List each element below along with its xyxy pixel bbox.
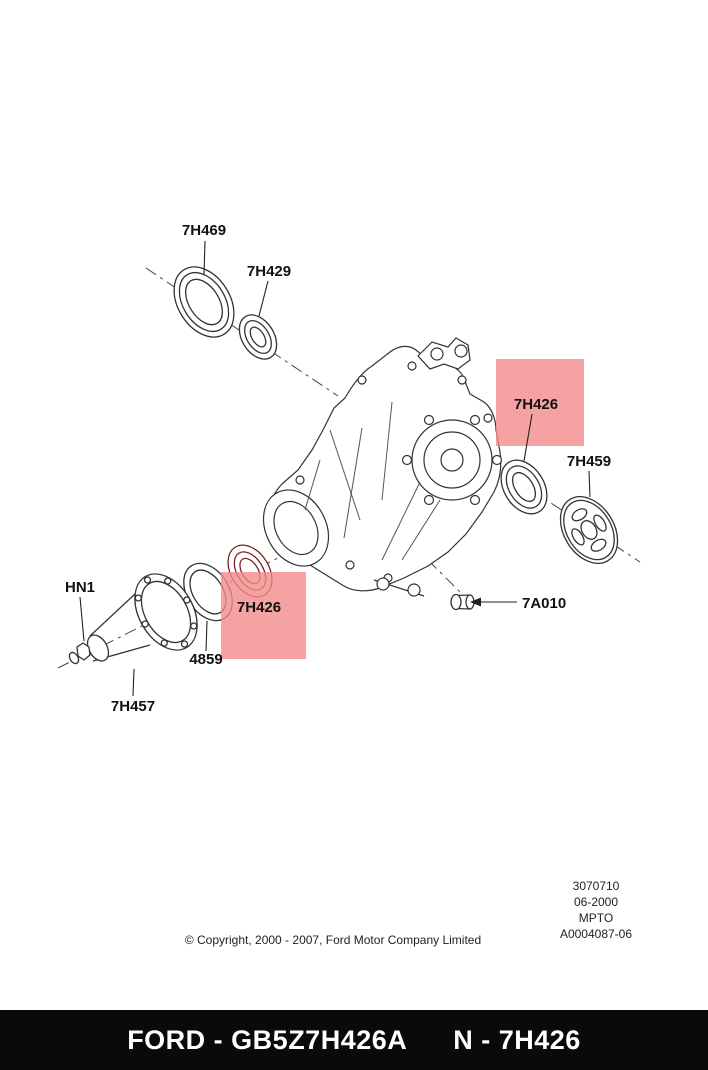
label-7h429: 7H429	[247, 263, 291, 280]
part-4859-ring	[183, 562, 233, 622]
housing-casting	[262, 337, 503, 597]
label-7h459: 7H459	[567, 453, 611, 470]
label-7h426-top: 7H426	[514, 396, 558, 413]
info-line-mpto: MPTO	[578, 911, 614, 925]
label-7h457: 7H457	[111, 698, 155, 715]
label-7h469: 7H469	[182, 222, 226, 239]
part-7h426-seal-right	[500, 459, 548, 515]
label-7h426-bottom: 7H426	[237, 599, 281, 616]
highlight-box-7h426-bottom	[221, 572, 306, 659]
leader-lines	[79, 240, 591, 697]
parts-diagram: 7H469 7H429 7H426 7H459 7A010 HN1 7H426 …	[57, 222, 641, 715]
part-7h457-housing	[68, 573, 198, 665]
label-7a010: 7A010	[522, 595, 566, 612]
footer-bar: FORD - GB5Z7H426A N - 7H426	[0, 1010, 708, 1070]
part-7h429-bearing	[238, 314, 278, 360]
footer-part-number: N - 7H426	[453, 1024, 581, 1055]
highlight-box-7h426-top	[496, 359, 584, 446]
copyright-text: © Copyright, 2000 - 2007, Ford Motor Com…	[184, 933, 482, 947]
part-7h469-seal	[173, 266, 235, 338]
arrowhead-7a010	[470, 597, 481, 607]
info-block: 3070710 06-2000 MPTO A0004087-06	[536, 878, 656, 942]
part-7h459-flange	[559, 496, 619, 564]
label-hn1: HN1	[65, 579, 95, 596]
info-line-drawing-id: A0004087-06	[559, 927, 633, 941]
info-line-number: 3070710	[572, 879, 620, 893]
info-line-date: 06-2000	[573, 895, 619, 909]
footer-catalog-code: FORD - GB5Z7H426A	[127, 1024, 408, 1055]
label-4859: 4859	[189, 651, 222, 668]
